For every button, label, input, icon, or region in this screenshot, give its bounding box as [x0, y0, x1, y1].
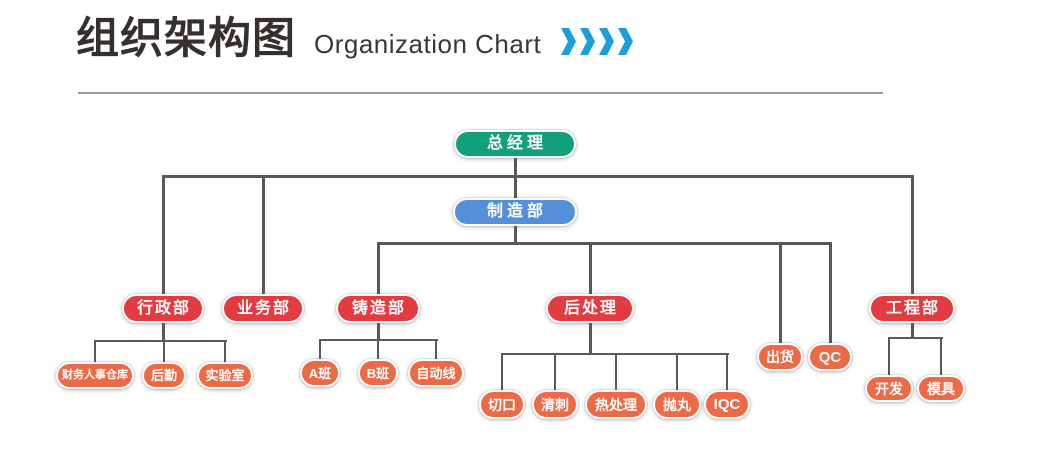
org-connector-line [779, 242, 782, 345]
org-node-logistics: 后勤 [142, 362, 186, 389]
org-connector-line [514, 156, 517, 178]
org-connector-line [163, 340, 165, 365]
org-connector-line [589, 321, 592, 355]
org-node-development: 开发 [865, 375, 913, 402]
org-connector-line [829, 242, 832, 345]
org-connector-line [377, 321, 380, 341]
org-node-cutting: 切口 [479, 390, 525, 419]
org-node-auto-line: 自动线 [408, 359, 464, 387]
org-node-shift-b: B班 [358, 359, 398, 387]
org-node-general-manager: 总经理 [454, 130, 576, 158]
org-connector-line [162, 175, 914, 178]
org-connector-line [554, 353, 556, 393]
org-connector-line [514, 224, 517, 245]
org-connector-line [377, 242, 380, 296]
org-node-post-processing: 后处理 [546, 294, 634, 323]
org-connector-line [940, 337, 942, 378]
org-connector-line [94, 340, 227, 342]
header-divider [78, 92, 883, 94]
page-header: 组织架构图 Organization Chart [76, 15, 634, 63]
org-connector-line [589, 242, 592, 296]
org-node-manufacturing: 制造部 [453, 198, 577, 226]
org-node-deburring: 清刺 [532, 390, 578, 419]
org-connector-line [911, 321, 914, 339]
org-connector-line [888, 337, 890, 378]
page-title-chinese: 组织架构图 [76, 15, 296, 63]
org-node-shot-blasting: 抛丸 [653, 390, 701, 419]
org-connector-line [377, 242, 832, 245]
chevrons-right-icon [561, 20, 634, 60]
org-node-mold: 模具 [917, 375, 965, 402]
org-connector-line [224, 340, 226, 365]
org-connector-line [377, 339, 379, 362]
org-connector-line [615, 353, 617, 393]
org-node-qc: QC [808, 343, 852, 371]
org-node-iqc: IQC [704, 390, 750, 419]
org-connector-line [319, 339, 321, 362]
org-connector-line [94, 340, 96, 365]
org-connector-line [501, 353, 503, 393]
org-connector-line [162, 175, 165, 296]
page-title-english: Organization Chart [314, 28, 542, 59]
org-connector-line [435, 339, 437, 362]
org-node-casting-dept: 铸造部 [336, 294, 420, 323]
org-node-business-dept: 业务部 [222, 294, 304, 323]
org-connector-line [888, 337, 943, 339]
org-node-engineering-dept: 工程部 [869, 294, 955, 323]
org-connector-line [162, 321, 165, 342]
org-connector-line [676, 353, 678, 393]
org-connector-line [514, 175, 517, 200]
org-node-laboratory: 实验室 [197, 362, 253, 389]
org-node-shift-a: A班 [300, 359, 340, 387]
org-node-finance-hr-warehouse: 财务人事仓库 [56, 362, 134, 389]
org-node-shipping: 出货 [757, 343, 803, 371]
org-node-heat-treatment: 热处理 [585, 390, 647, 419]
org-connector-line [726, 353, 728, 393]
org-node-admin-dept: 行政部 [122, 294, 204, 323]
org-connector-line [262, 175, 265, 296]
org-connector-line [911, 175, 914, 296]
